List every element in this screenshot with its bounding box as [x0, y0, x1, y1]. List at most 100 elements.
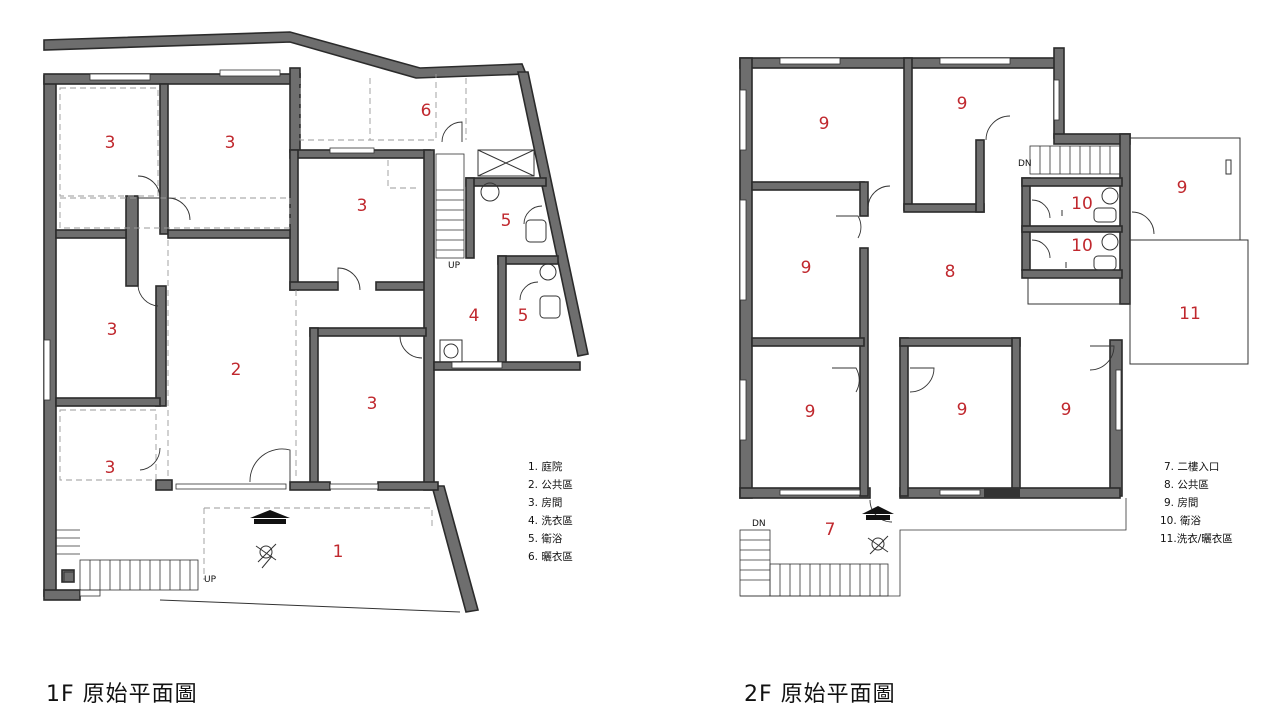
floor1-wall — [55, 229, 127, 239]
room-number-label: 9 — [801, 258, 812, 278]
room-number-label: 7 — [825, 520, 836, 540]
floor1-caption: 1F 原始平面圖 — [46, 682, 198, 707]
floor2-outline — [1027, 277, 1121, 305]
floor2-wall — [903, 203, 985, 213]
washing-machine-icon — [443, 343, 459, 359]
floor1-east-wall — [517, 71, 589, 357]
floor1-legend: 1. 庭院 2. 公共區 3. 房間 4. 洗衣區 5. 衛浴 6. 曬衣區 — [528, 460, 573, 563]
door-icon — [1031, 199, 1051, 219]
window-icon — [1115, 369, 1122, 431]
room-number-label: 11 — [1179, 304, 1201, 324]
floor1-wall — [289, 149, 299, 291]
floor1-court-south-wall — [43, 589, 81, 601]
floor1-south-east-wall — [430, 485, 480, 613]
toilet-icon — [539, 295, 561, 319]
door-icon — [836, 215, 862, 239]
window-icon — [1053, 79, 1060, 121]
floor1-wall — [55, 397, 161, 407]
sink-icon — [480, 182, 500, 202]
legend-item: 8. 公共區 — [1164, 479, 1209, 491]
entry-arrow-icon — [250, 510, 290, 518]
dashed-outline — [59, 87, 159, 197]
door-icon — [523, 205, 543, 225]
floor2-wall — [899, 337, 909, 497]
floor2-wall — [1021, 225, 1123, 233]
door-icon — [1031, 239, 1051, 259]
room-number-label: 9 — [819, 114, 830, 134]
stair-up-label: UP — [448, 261, 461, 271]
window-icon — [43, 339, 51, 401]
room-number-label: 3 — [105, 458, 116, 478]
stair-down-label: DN — [1018, 159, 1032, 169]
window-icon — [329, 483, 379, 490]
floor1-wall — [309, 327, 319, 489]
window-icon — [329, 147, 375, 154]
legend-item: 6. 曬衣區 — [528, 550, 573, 563]
door-icon — [832, 367, 860, 393]
window-icon — [779, 489, 861, 496]
fixture-icon — [1225, 159, 1232, 175]
sink-icon — [1101, 233, 1119, 251]
dashed-outline — [167, 74, 467, 480]
floor1-wall — [309, 327, 427, 337]
laundry-rack-icon — [477, 149, 535, 177]
stair-down-label: DN — [752, 519, 766, 529]
floor2-wall — [859, 247, 869, 497]
toilet-icon — [1093, 207, 1117, 223]
dashed-outline — [203, 507, 433, 580]
entry-arrow-icon — [862, 506, 894, 514]
legend-item: 3. 房間 — [528, 496, 562, 509]
door-icon — [519, 281, 539, 301]
door-icon — [249, 448, 291, 483]
floor2-legend: 7. 二樓入口 8. 公共區 9. 房間 10. 衛浴 11.洗衣/曬衣區 — [1160, 460, 1233, 545]
door-icon — [399, 335, 423, 359]
floor2-wall — [1053, 133, 1131, 145]
legend-item: 2. 公共區 — [528, 479, 573, 491]
floor1-wall — [465, 177, 475, 259]
washing-machine-icon — [439, 339, 463, 363]
person-icon — [255, 543, 277, 569]
laundry-rack-icon — [477, 149, 535, 177]
floor2-wall — [751, 181, 865, 191]
room-number-label: 5 — [518, 306, 529, 326]
window-icon — [939, 57, 1011, 65]
door-icon — [137, 175, 161, 199]
floor2-wall — [859, 181, 869, 217]
room-number-label: 3 — [107, 320, 118, 340]
sink-icon — [1101, 187, 1119, 205]
room-number-label: 10 — [1071, 236, 1093, 256]
person-icon — [867, 535, 889, 555]
floor1-stair-icon — [435, 153, 465, 259]
door-icon — [167, 197, 191, 221]
floor1-wall — [155, 479, 173, 491]
window-icon — [89, 73, 151, 81]
floor1-wall — [497, 255, 559, 265]
room-number-label: 6 — [421, 101, 432, 121]
floor2-stair-icon — [1029, 145, 1121, 175]
door-icon — [139, 447, 161, 471]
floor1-wall — [125, 195, 139, 287]
room-number-label: 3 — [105, 133, 116, 153]
floor2-wall — [899, 337, 1021, 347]
floor1-wall — [377, 481, 439, 491]
legend-item: 5. 衛浴 — [528, 532, 563, 545]
door-icon — [867, 185, 891, 209]
room-number-label: 3 — [225, 133, 236, 153]
courtyard-edge — [159, 599, 461, 613]
door-icon — [1089, 345, 1115, 371]
window-icon — [739, 199, 747, 301]
door-icon — [909, 367, 935, 393]
room-number-label: 2 — [231, 360, 242, 380]
room-number-label: 9 — [1177, 178, 1188, 198]
room-number-label: 9 — [957, 400, 968, 420]
dashed-outline — [387, 160, 420, 189]
floor1-wall — [375, 281, 429, 291]
dashed-outline — [59, 197, 291, 229]
floor2-caption: 2F 原始平面圖 — [744, 682, 896, 707]
floor1-plan: UP UP 3 3 3 3 3 3 2 1 4 5 5 6 1. 庭院 2. 公… — [43, 31, 589, 613]
toilet-icon — [525, 219, 547, 243]
shower-icon — [1061, 210, 1067, 268]
room-number-label: 3 — [367, 394, 378, 414]
legend-item: 7. 二樓入口 — [1164, 460, 1219, 473]
room-number-label: 9 — [1061, 400, 1072, 420]
